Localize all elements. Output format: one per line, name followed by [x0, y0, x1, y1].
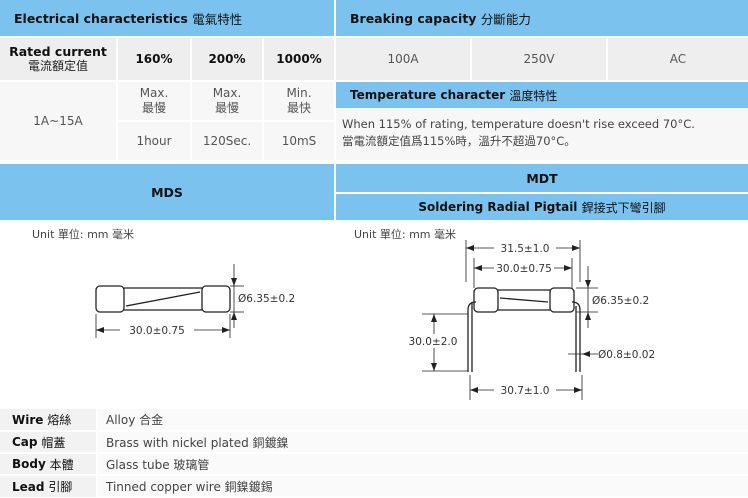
rated-current-label: Rated current	[9, 44, 107, 59]
mds-right-cap	[201, 285, 231, 313]
rated-current-cell: Rated current 電流額定值	[0, 38, 116, 80]
mdt-header: MDT	[336, 164, 748, 192]
mdt-drawing: 31.5±1.0 30.0±0.75 Ø6.35±0.2 30.0±2.0 Ø0…	[404, 240, 655, 400]
mdt-title: MDT	[526, 170, 558, 186]
time-1000: 10mS	[264, 122, 334, 160]
speed-1000: Min. 最快	[264, 82, 334, 120]
mdt-right-lead	[571, 301, 581, 372]
material-value-body: Glass tube 玻璃管	[98, 454, 748, 474]
breaking-title: Breaking capacity	[350, 10, 477, 26]
temperature-body: When 115% of rating, temperature doesn't…	[336, 108, 748, 160]
breaking-type: AC	[608, 38, 748, 80]
mds-dim-length: 30.0±0.75	[129, 325, 185, 337]
temperature-title-cjk: 溫度特性	[509, 88, 558, 103]
mdt-dim-body: 30.0±0.75	[496, 263, 552, 275]
time-160: 1hour	[118, 122, 190, 160]
mdt-dim-pitch: 30.7±1.0	[501, 385, 550, 397]
col-1000: 1000%	[264, 38, 334, 80]
mdt-dim-lead-len: 30.0±2.0	[409, 336, 458, 348]
materials-table: Wire 熔絲 Alloy 合金 Cap 帽蓋 Brass with nicke…	[0, 409, 748, 498]
current-range-cell: 1A~15A	[0, 82, 116, 160]
mdt-left-cap	[473, 287, 499, 313]
col-160: 160%	[118, 38, 190, 80]
temperature-line1: When 115% of rating, temperature doesn't…	[342, 117, 695, 131]
material-label-lead: Lead 引腳	[0, 476, 96, 497]
breaking-title-cjk: 分斷能力	[480, 11, 531, 27]
mds-header: MDS	[0, 164, 334, 220]
mds-drawing: 30.0±0.75 Ø6.35±0.2	[95, 264, 295, 338]
mdt-left-lead	[467, 301, 477, 372]
rated-current-cjk: 電流額定值	[27, 59, 88, 73]
material-value-wire: Alloy 合金	[98, 409, 748, 430]
mds-unit: Unit 單位: mm 毫米	[32, 228, 135, 241]
time-200: 120Sec.	[192, 122, 262, 160]
temperature-header: Temperature character 溫度特性	[336, 82, 748, 108]
mdt-fuse-wire	[499, 297, 549, 303]
mds-fuse-wire	[125, 291, 201, 307]
temperature-line2: 當電流額定值爲115%時，溫升不超過70°C。	[342, 134, 576, 148]
mds-left-cap	[95, 285, 125, 313]
material-value-cap: Brass with nickel plated 銅鍍鎳	[98, 432, 748, 452]
mds-dim-diameter: Ø6.35±0.2	[238, 293, 295, 305]
col-200: 200%	[192, 38, 262, 80]
material-value-lead: Tinned copper wire 銅鎳鍍錫	[98, 476, 748, 497]
speed-200: Max. 最慢	[192, 82, 262, 120]
mdt-dim-lead-dia: Ø0.8±0.02	[598, 349, 655, 361]
mdt-subtitle: Soldering Radial Pigtail	[418, 200, 578, 214]
mds-title: MDS	[151, 184, 183, 200]
mdt-unit: Unit 單位: mm 毫米	[354, 228, 457, 241]
breaking-header: Breaking capacity 分斷能力	[336, 0, 748, 36]
breaking-current: 100A	[336, 38, 470, 80]
breaking-voltage: 250V	[472, 38, 606, 80]
mdt-dim-overall: 31.5±1.0	[501, 243, 550, 255]
temperature-title: Temperature character	[350, 88, 506, 102]
electrical-title: Electrical characteristics	[14, 10, 188, 26]
material-label-cap: Cap 帽蓋	[0, 432, 96, 452]
electrical-header: Electrical characteristics 電氣特性	[0, 0, 334, 36]
material-label-body: Body 本體	[0, 454, 96, 474]
mdt-right-cap	[549, 287, 575, 313]
mdt-subheader: Soldering Radial Pigtail 銲接式下彎引腳	[336, 194, 748, 220]
mdt-dim-diameter: Ø6.35±0.2	[592, 295, 649, 307]
electrical-title-cjk: 電氣特性	[192, 11, 243, 27]
mdt-subtitle-cjk: 銲接式下彎引腳	[581, 200, 666, 215]
speed-160: Max. 最慢	[118, 82, 190, 120]
material-label-wire: Wire 熔絲	[0, 409, 96, 430]
